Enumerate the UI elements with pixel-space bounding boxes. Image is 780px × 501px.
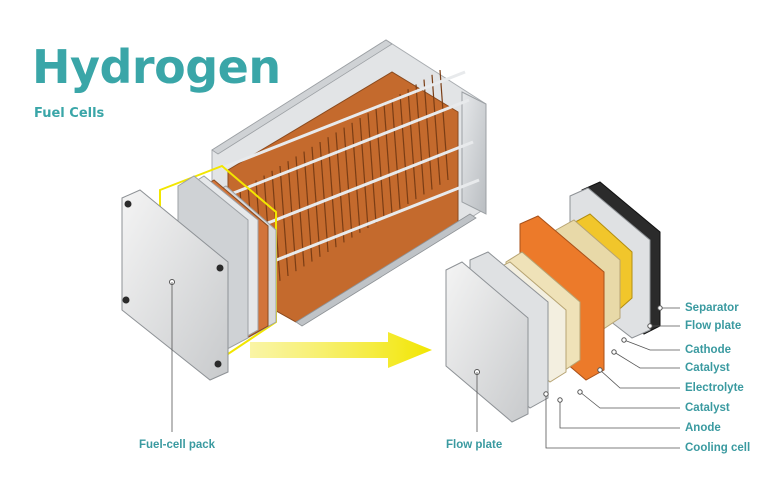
- cell-separator-line: [383, 103, 393, 214]
- label-cathode: Cathode: [685, 344, 731, 356]
- tie-rod: [229, 140, 474, 240]
- cell-separator-line: [439, 69, 449, 181]
- stack-bottom-rail: [295, 213, 477, 327]
- cell-separator-line: [367, 113, 377, 224]
- fuel-cell-pack: [121, 164, 277, 432]
- cell-separator-line: [431, 74, 441, 185]
- explode-arrow: [250, 332, 432, 368]
- label-anode: Anode: [685, 422, 721, 434]
- cell-separator-line: [279, 165, 289, 277]
- cell-separator-line: [375, 108, 385, 219]
- label-cooling-cell: Cooling cell: [685, 442, 751, 454]
- pack-front-plate: [121, 189, 229, 381]
- cell-separator-line: [343, 127, 353, 238]
- cell-separator-line: [391, 98, 401, 209]
- page-title: Hydrogen: [32, 40, 281, 94]
- cell-separator-line: [351, 122, 361, 233]
- cell-separator-line: [399, 93, 409, 205]
- tie-rod: [221, 70, 466, 170]
- cell-separator-line: [359, 117, 369, 229]
- page-subtitle: Fuel Cells: [34, 106, 105, 121]
- front-flow-plate: [445, 261, 529, 423]
- cell-separator-line: [407, 89, 417, 200]
- leader-lines: [545, 307, 680, 449]
- exploded-cell: [445, 181, 661, 432]
- label-flow-plate-front: Flow plate: [446, 439, 503, 451]
- label-electrolyte: Electrolyte: [685, 382, 744, 394]
- label-fuel-cell-pack: Fuel-cell pack: [139, 439, 216, 451]
- leader-dots: [543, 305, 663, 403]
- label-separator: Separator: [685, 302, 739, 314]
- label-flow-plate: Flow plate: [685, 320, 742, 332]
- label-catalyst-anode: Catalyst: [685, 402, 730, 414]
- cell-separator-line: [423, 79, 433, 190]
- cell-separator-line: [415, 84, 425, 195]
- cell-separator-line: [311, 146, 321, 257]
- cell-separator-line: [319, 141, 329, 253]
- tie-rod: [225, 98, 470, 198]
- label-catalyst-cathode: Catalyst: [685, 362, 730, 374]
